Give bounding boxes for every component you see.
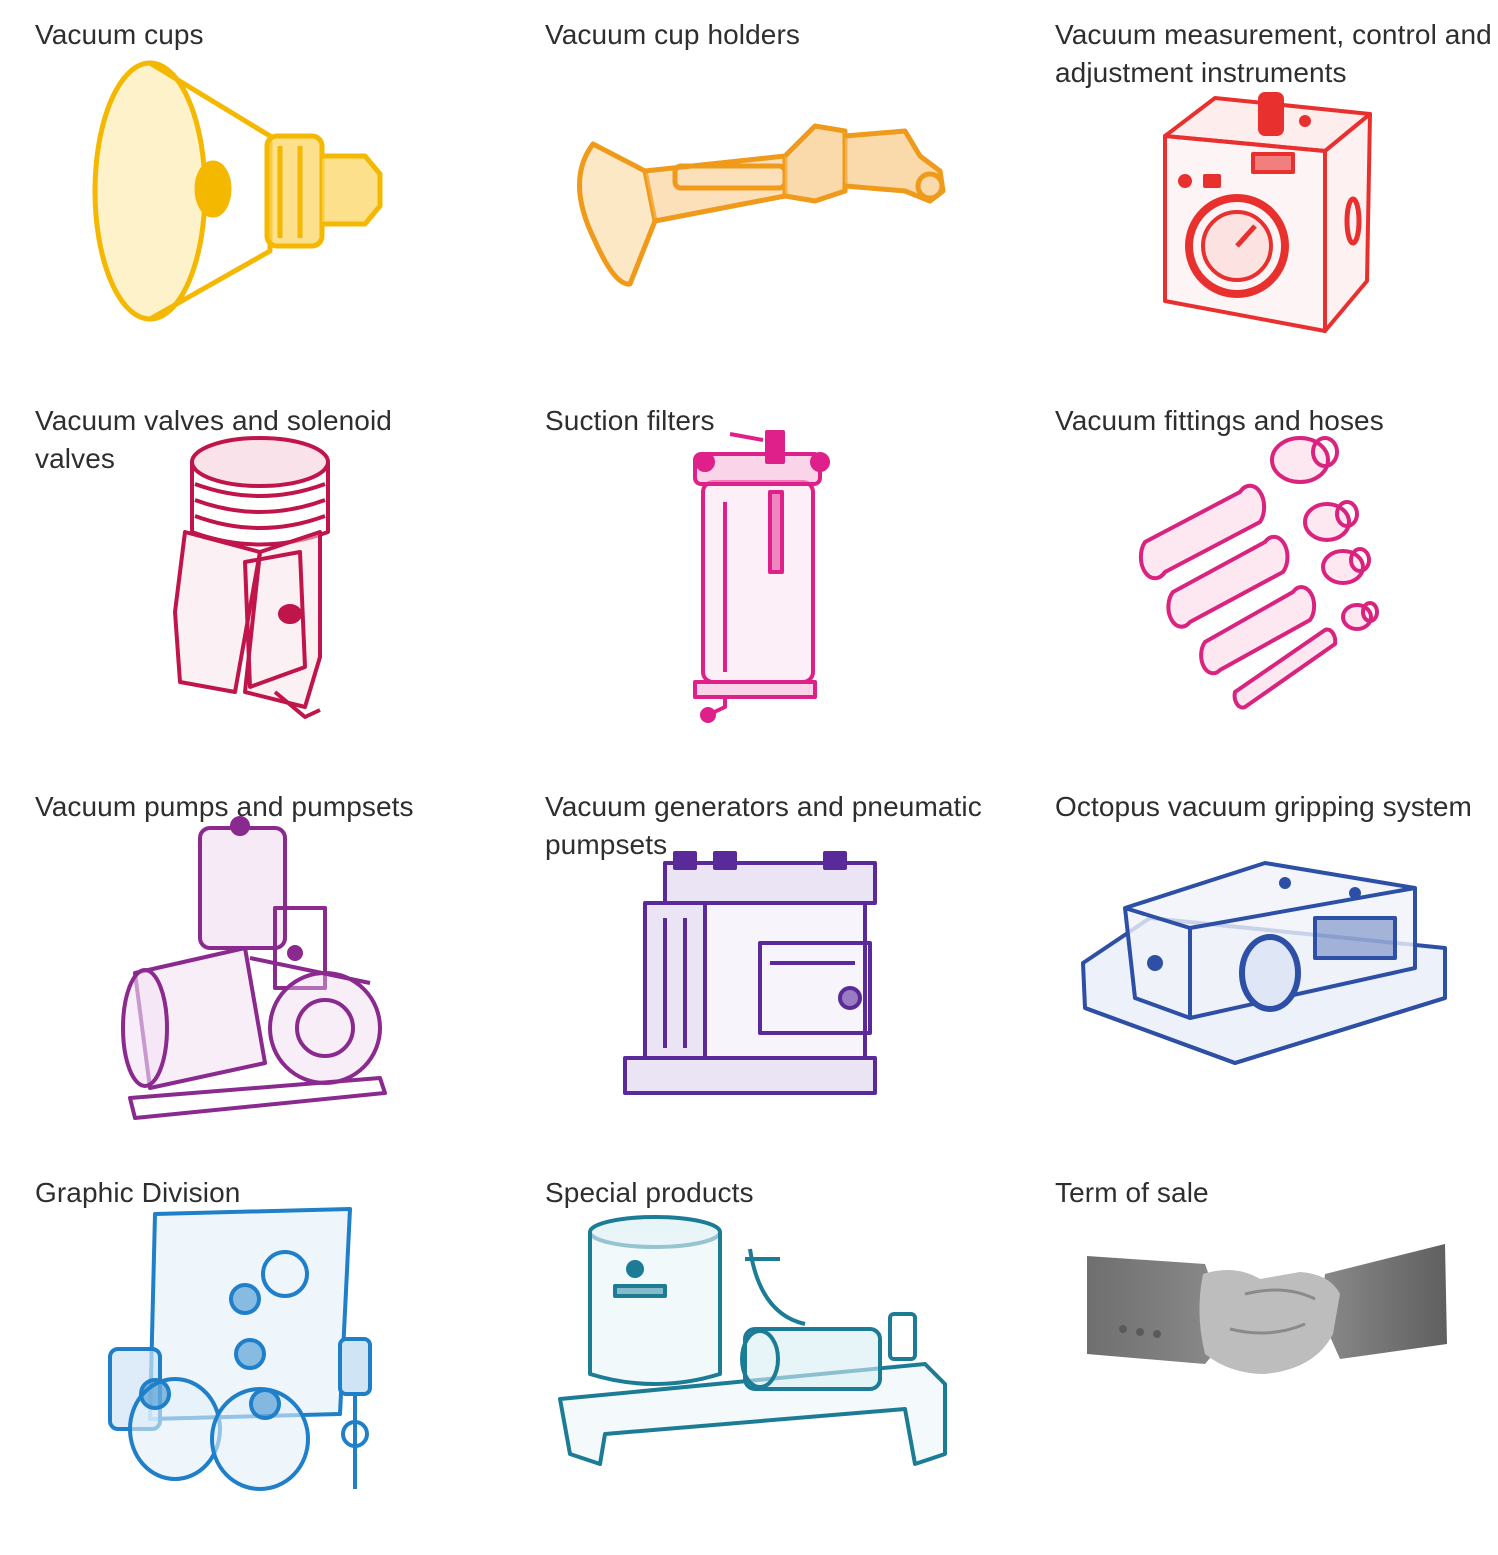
product-category-grid: Vacuum cups Vacuum cup holders bbox=[35, 6, 1498, 1491]
category-tile-vacuum-cups[interactable]: Vacuum cups bbox=[35, 6, 505, 392]
graphic-division-panel-icon bbox=[35, 1164, 505, 1550]
category-tile-vacuum-measurement[interactable]: Vacuum measurement, control and adjustme… bbox=[1055, 6, 1498, 392]
category-title: Vacuum fittings and hoses bbox=[1055, 405, 1384, 436]
category-tile-vacuum-valves[interactable]: Vacuum valves and solenoid valves bbox=[35, 392, 505, 778]
solenoid-valve-icon bbox=[35, 392, 505, 778]
vacuum-gauge-block-icon bbox=[1055, 6, 1498, 392]
handshake-icon bbox=[1055, 1164, 1498, 1550]
vacuum-cup-holder-icon bbox=[545, 6, 1015, 392]
category-tile-octopus-gripping[interactable]: Octopus vacuum gripping system bbox=[1055, 778, 1498, 1164]
category-tile-vacuum-pumps[interactable]: Vacuum pumps and pumpsets bbox=[35, 778, 505, 1164]
category-title: Graphic Division bbox=[35, 1177, 241, 1208]
category-title: Vacuum cup holders bbox=[545, 19, 800, 50]
category-tile-special-products[interactable]: Special products bbox=[545, 1164, 1015, 1550]
fittings-hoses-icon bbox=[1055, 392, 1498, 778]
category-title: Suction filters bbox=[545, 405, 715, 436]
category-tile-graphic-division[interactable]: Graphic Division bbox=[35, 1164, 505, 1550]
category-title: Vacuum valves and solenoid valves bbox=[35, 405, 392, 474]
category-tile-vacuum-generators[interactable]: Vacuum generators and pneumatic pumpsets bbox=[545, 778, 1015, 1164]
category-title: Octopus vacuum gripping system bbox=[1055, 791, 1472, 822]
category-tile-suction-filters[interactable]: Suction filters bbox=[545, 392, 1015, 778]
category-tile-vacuum-cup-holders[interactable]: Vacuum cup holders bbox=[545, 6, 1015, 392]
category-title: Vacuum generators and pneumatic pumpsets bbox=[545, 791, 982, 860]
suction-filter-icon bbox=[545, 392, 1015, 778]
vacuum-pump-icon bbox=[35, 778, 505, 1164]
vacuum-generator-icon bbox=[545, 778, 1015, 1164]
category-title: Special products bbox=[545, 1177, 754, 1208]
category-title: Vacuum measurement, control and adjustme… bbox=[1055, 19, 1492, 88]
gripping-system-icon bbox=[1055, 778, 1498, 1164]
category-tile-term-of-sale[interactable]: Term of sale bbox=[1055, 1164, 1498, 1550]
category-title: Term of sale bbox=[1055, 1177, 1209, 1208]
category-title: Vacuum pumps and pumpsets bbox=[35, 791, 414, 822]
category-tile-fittings-hoses[interactable]: Vacuum fittings and hoses bbox=[1055, 392, 1498, 778]
special-products-icon bbox=[545, 1164, 1015, 1550]
category-title: Vacuum cups bbox=[35, 19, 204, 50]
vacuum-cup-icon bbox=[35, 6, 505, 392]
